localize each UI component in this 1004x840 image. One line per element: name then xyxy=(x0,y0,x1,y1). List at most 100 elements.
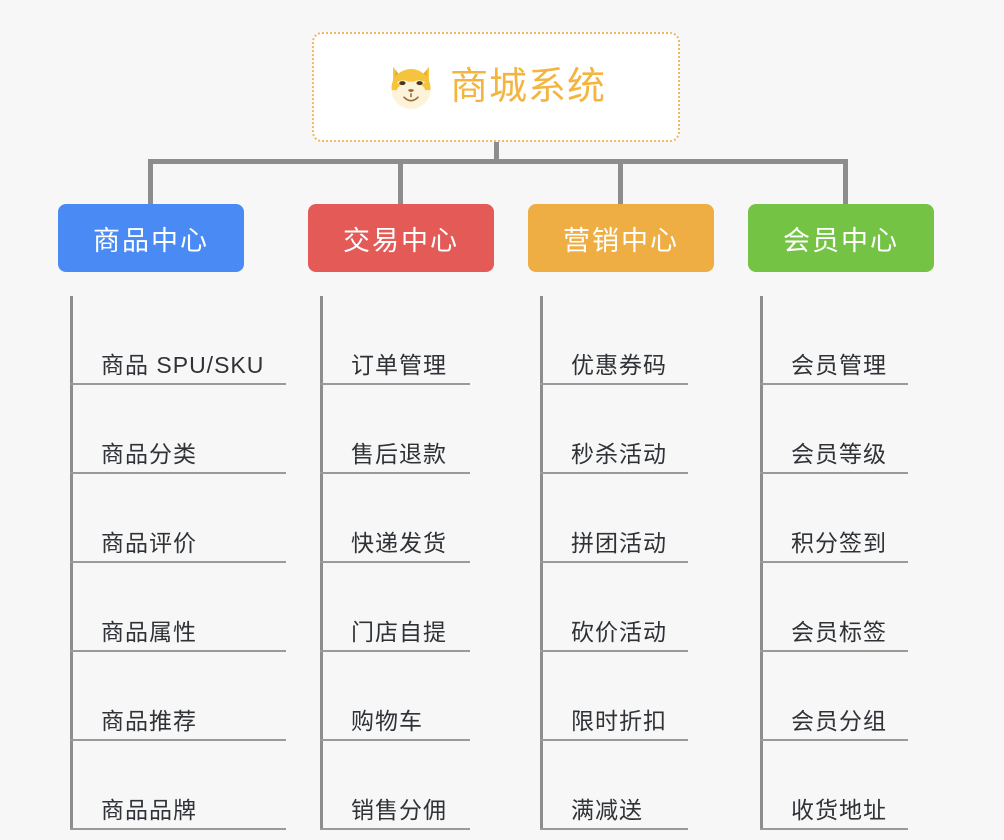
leaf-item-underline xyxy=(320,561,470,563)
leaf-item-label: 购物车 xyxy=(351,707,423,734)
leaf-list-trade-center: 订单管理售后退款快递发货门店自提购物车销售分佣 xyxy=(308,296,494,830)
leaf-item[interactable]: 优惠券码 xyxy=(528,296,714,385)
leaf-item[interactable]: 商品属性 xyxy=(58,563,286,652)
leaf-item[interactable]: 门店自提 xyxy=(308,563,494,652)
leaf-item-label: 订单管理 xyxy=(351,351,447,378)
leaf-item-underline xyxy=(70,828,286,830)
category-label: 商品中心 xyxy=(93,225,209,256)
leaf-item-label: 限时折扣 xyxy=(571,707,667,734)
leaf-item-label: 会员标签 xyxy=(791,618,887,645)
leaf-item-underline xyxy=(760,828,908,830)
leaf-item[interactable]: 商品品牌 xyxy=(58,741,286,830)
leaf-item[interactable]: 限时折扣 xyxy=(528,652,714,741)
leaf-item[interactable]: 会员标签 xyxy=(748,563,934,652)
leaf-item[interactable]: 快递发货 xyxy=(308,474,494,563)
leaf-item-label: 砍价活动 xyxy=(571,618,667,645)
category-label: 营销中心 xyxy=(563,225,679,256)
category-header-marketing-center[interactable]: 营销中心 xyxy=(528,204,714,272)
leaf-item-label: 拼团活动 xyxy=(571,529,667,556)
leaf-item-underline xyxy=(540,739,688,741)
branch-column-member-center: 会员中心 会员管理会员等级积分签到会员标签会员分组收货地址 xyxy=(748,204,934,830)
category-header-product-center[interactable]: 商品中心 xyxy=(58,204,244,272)
leaf-item[interactable]: 会员分组 xyxy=(748,652,934,741)
leaf-item-underline xyxy=(320,383,470,385)
leaf-item[interactable]: 购物车 xyxy=(308,652,494,741)
root-node[interactable]: 商城系统 xyxy=(312,32,680,142)
leaf-item[interactable]: 商品推荐 xyxy=(58,652,286,741)
category-label: 会员中心 xyxy=(783,225,899,256)
leaf-item[interactable]: 售后退款 xyxy=(308,385,494,474)
leaf-item-underline xyxy=(540,472,688,474)
connector-drop-member-center xyxy=(843,159,848,205)
shiba-dog-face-icon xyxy=(391,66,431,109)
branch-column-trade-center: 交易中心 订单管理售后退款快递发货门店自提购物车销售分佣 xyxy=(308,204,494,830)
leaf-item-underline xyxy=(320,650,470,652)
leaf-item-label: 商品分类 xyxy=(101,440,197,467)
leaf-item-label: 商品属性 xyxy=(101,618,197,645)
category-label: 交易中心 xyxy=(343,225,459,256)
leaf-item-underline xyxy=(70,561,286,563)
category-header-trade-center[interactable]: 交易中心 xyxy=(308,204,494,272)
leaf-item-label: 商品品牌 xyxy=(101,796,197,823)
leaf-item-underline xyxy=(70,472,286,474)
leaf-item-underline xyxy=(760,383,908,385)
leaf-item-underline xyxy=(320,739,470,741)
leaf-item[interactable]: 订单管理 xyxy=(308,296,494,385)
leaf-item-label: 收货地址 xyxy=(791,796,887,823)
branch-trunk xyxy=(540,296,543,830)
root-title: 商城系统 xyxy=(449,66,606,108)
leaf-item-underline xyxy=(760,650,908,652)
leaf-item-underline xyxy=(70,739,286,741)
leaf-item-label: 商品 SPU/SKU xyxy=(101,351,265,378)
branch-trunk xyxy=(320,296,323,830)
leaf-item-label: 会员管理 xyxy=(791,351,887,378)
branch-trunk xyxy=(760,296,763,830)
leaf-item-label: 快递发货 xyxy=(351,529,447,556)
leaf-item-label: 秒杀活动 xyxy=(571,440,667,467)
leaf-item-underline xyxy=(760,472,908,474)
connector-drop-marketing-center xyxy=(618,159,623,205)
leaf-item[interactable]: 商品 SPU/SKU xyxy=(58,296,286,385)
leaf-item[interactable]: 满减送 xyxy=(528,741,714,830)
leaf-item-label: 销售分佣 xyxy=(351,796,447,823)
leaf-item-label: 满减送 xyxy=(571,796,643,823)
leaf-item-label: 会员分组 xyxy=(791,707,887,734)
connector-root-stem xyxy=(494,142,499,162)
leaf-item-underline xyxy=(320,828,470,830)
leaf-item[interactable]: 积分签到 xyxy=(748,474,934,563)
leaf-item[interactable]: 秒杀活动 xyxy=(528,385,714,474)
leaf-item-label: 会员等级 xyxy=(791,440,887,467)
leaf-item-underline xyxy=(760,561,908,563)
leaf-item[interactable]: 商品分类 xyxy=(58,385,286,474)
leaf-item[interactable]: 砍价活动 xyxy=(528,563,714,652)
connector-drop-product-center xyxy=(148,159,153,205)
leaf-item[interactable]: 收货地址 xyxy=(748,741,934,830)
leaf-item-underline xyxy=(540,383,688,385)
leaf-list-product-center: 商品 SPU/SKU 商品分类商品评价商品属性商品推荐商品品牌 xyxy=(58,296,286,830)
leaf-item[interactable]: 拼团活动 xyxy=(528,474,714,563)
leaf-item[interactable]: 销售分佣 xyxy=(308,741,494,830)
leaf-item-underline xyxy=(540,561,688,563)
leaf-item-underline xyxy=(760,739,908,741)
leaf-item-label: 商品评价 xyxy=(101,529,197,556)
leaf-item-label: 商品推荐 xyxy=(101,707,197,734)
leaf-item[interactable]: 商品评价 xyxy=(58,474,286,563)
leaf-item-label: 优惠券码 xyxy=(571,351,667,378)
leaf-item-label: 积分签到 xyxy=(791,529,887,556)
leaf-item[interactable]: 会员等级 xyxy=(748,385,934,474)
leaf-item-label: 售后退款 xyxy=(351,440,447,467)
connector-horizontal-bus xyxy=(148,159,848,164)
branch-column-product-center: 商品中心 商品 SPU/SKU 商品分类商品评价商品属性商品推荐商品品牌 xyxy=(58,204,286,830)
leaf-list-member-center: 会员管理会员等级积分签到会员标签会员分组收货地址 xyxy=(748,296,934,830)
leaf-item-underline xyxy=(320,472,470,474)
leaf-item-label: 门店自提 xyxy=(351,618,447,645)
leaf-item[interactable]: 会员管理 xyxy=(748,296,934,385)
leaf-item-underline xyxy=(540,828,688,830)
branch-trunk xyxy=(70,296,73,830)
leaf-item-underline xyxy=(540,650,688,652)
leaf-item-underline xyxy=(70,650,286,652)
category-header-member-center[interactable]: 会员中心 xyxy=(748,204,934,272)
leaf-item-underline xyxy=(70,383,286,385)
connector-drop-trade-center xyxy=(398,159,403,205)
